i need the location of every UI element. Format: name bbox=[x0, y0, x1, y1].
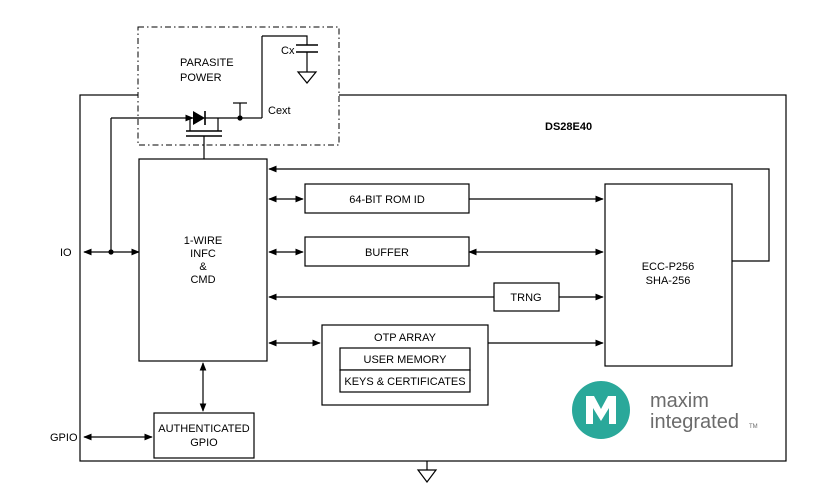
diode-icon bbox=[193, 111, 205, 125]
parasite-power-label-2: POWER bbox=[180, 72, 222, 84]
parasite-power-label-1: PARASITE bbox=[180, 57, 234, 69]
logo-text-tm: TM bbox=[749, 424, 758, 430]
keys-certs-label: KEYS & CERTIFICATES bbox=[344, 376, 465, 388]
logo-text-integrated: integrated bbox=[650, 411, 739, 433]
chip-part-number: DS28E40 bbox=[545, 121, 592, 133]
chip-outline bbox=[79, 94, 787, 462]
trng-label: TRNG bbox=[510, 292, 541, 304]
cx-wire-top bbox=[262, 35, 308, 45]
crypto-feedback-arrow bbox=[268, 165, 770, 262]
one-wire-line-4: CMD bbox=[190, 274, 215, 286]
cx-label: Cx bbox=[281, 45, 295, 57]
io-pin-label: IO bbox=[60, 247, 72, 259]
one-wire-line-3: & bbox=[199, 261, 207, 273]
one-wire-block bbox=[138, 158, 268, 362]
rom-id-label: 64-BIT ROM ID bbox=[349, 194, 425, 206]
crypto-block bbox=[604, 183, 733, 367]
auth-gpio-block bbox=[153, 412, 255, 459]
maxim-logo: maxim integrated TM bbox=[572, 381, 758, 439]
buffer-label: BUFFER bbox=[365, 247, 409, 259]
rom-id-block bbox=[304, 183, 470, 214]
auth-gpio-line-2: GPIO bbox=[190, 437, 218, 449]
auth-gpio-line-1: AUTHENTICATED bbox=[158, 423, 250, 435]
crypto-line-1: ECC-P256 bbox=[642, 261, 695, 273]
cext-label: Cext bbox=[268, 105, 291, 117]
otp-array-label: OTP ARRAY bbox=[374, 332, 437, 344]
cx-ground-icon bbox=[296, 71, 318, 84]
parasite-power-region bbox=[137, 26, 340, 146]
ground-icon bbox=[416, 469, 438, 483]
trng-block bbox=[493, 282, 560, 312]
keys-certs-block bbox=[339, 369, 471, 393]
user-memory-label: USER MEMORY bbox=[364, 354, 448, 366]
gpio-pin-label: GPIO bbox=[50, 432, 78, 444]
logo-text-maxim: maxim bbox=[650, 390, 709, 412]
crypto-line-2: SHA-256 bbox=[646, 275, 691, 287]
one-wire-line-1: 1-WIRE bbox=[184, 235, 223, 247]
one-wire-line-2: INFC bbox=[190, 248, 216, 260]
